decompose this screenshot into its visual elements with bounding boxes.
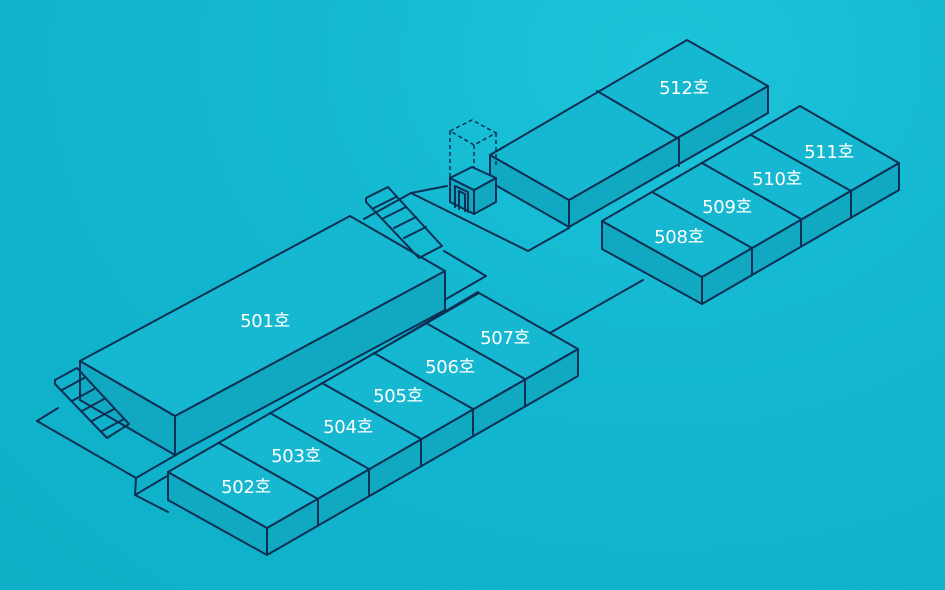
- room-501-block: [79, 215, 446, 456]
- rooms-502-507-row: [167, 292, 579, 556]
- room-512-block: [489, 39, 769, 228]
- room-label-510: 510호: [752, 169, 802, 190]
- room-label-505: 505호: [373, 386, 423, 407]
- room-label-502: 502호: [221, 477, 271, 498]
- room-label-507: 507호: [480, 328, 530, 349]
- stairs-upper: [365, 186, 443, 259]
- room-label-501: 501호: [240, 311, 290, 332]
- stairs-left: [54, 367, 130, 439]
- room-label-511: 511호: [804, 142, 854, 163]
- rooms-508-511-row: [601, 105, 900, 305]
- room-label-508: 508호: [654, 227, 704, 248]
- room-label-509: 509호: [702, 197, 752, 218]
- room-label-503: 503호: [271, 446, 321, 467]
- room-label-506: 506호: [425, 357, 475, 378]
- room-label-504: 504호: [323, 417, 373, 438]
- room-label-512: 512호: [659, 78, 709, 99]
- elevator-kiosk: [448, 119, 498, 215]
